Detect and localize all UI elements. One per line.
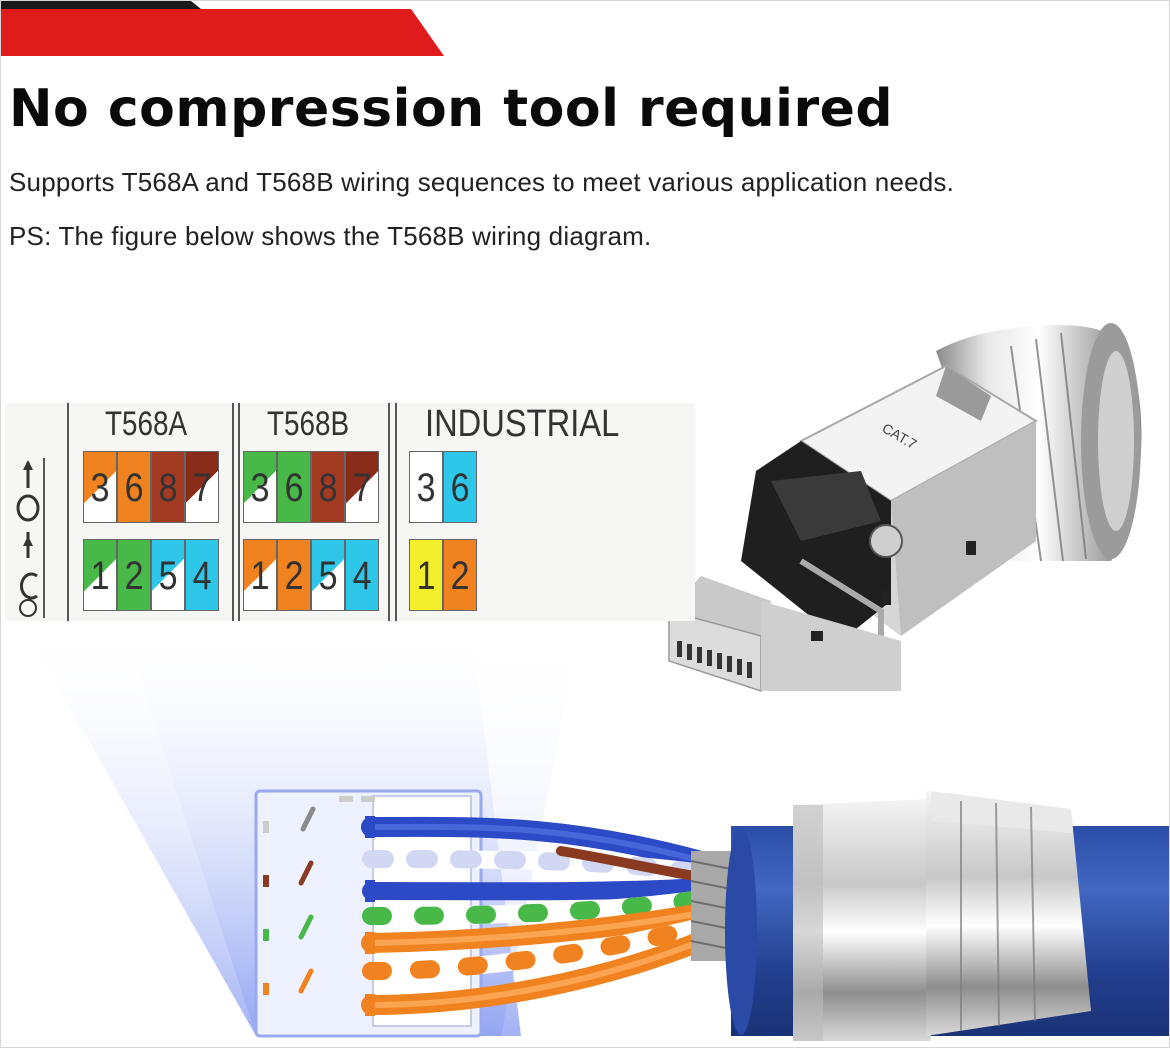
industrial-pin-cell: 1 <box>409 539 443 611</box>
industrial-pin-cell: 2 <box>443 539 477 611</box>
t568b-pin-cell: 2 <box>277 539 311 611</box>
table-divider <box>395 403 397 621</box>
wire-symbol-column <box>13 458 45 618</box>
t568b-pin-cell: 1 <box>243 539 277 611</box>
t568b-pin-cell: 3 <box>243 451 277 523</box>
t568a-pin-cell: 3 <box>83 451 117 523</box>
t568a-pin-cell: 2 <box>117 539 151 611</box>
t568a-pin-cell: 6 <box>117 451 151 523</box>
page-title: No compression tool required <box>9 79 894 139</box>
wiring-table: T568A T568B INDUSTRIAL 3 6 8 7 1 2 5 4 3… <box>5 403 695 621</box>
t568b-pin-cell: 7 <box>345 451 379 523</box>
industrial-header: INDUSTRIAL <box>425 403 620 445</box>
t568b-pin-cell: 6 <box>277 451 311 523</box>
t568a-header: T568A <box>105 405 188 443</box>
table-divider <box>67 403 69 621</box>
table-divider <box>232 403 234 621</box>
t568b-pin-cell: 8 <box>311 451 345 523</box>
header-stripe <box>1 1 444 56</box>
industrial-pin-cell: 3 <box>409 451 443 523</box>
t568a-pin-cell: 7 <box>185 451 219 523</box>
table-divider <box>238 403 240 621</box>
t568b-pin-cell: 5 <box>311 539 345 611</box>
t568a-pin-cell: 8 <box>151 451 185 523</box>
t568b-header: T568B <box>267 405 350 443</box>
t568a-pin-cell: 4 <box>185 539 219 611</box>
wire-direction-icon <box>16 460 40 617</box>
t568b-pin-cell: 4 <box>345 539 379 611</box>
note-line: PS: The figure below shows the T568B wir… <box>9 221 652 251</box>
t568a-pin-cell: 5 <box>151 539 185 611</box>
t568a-pin-cell: 1 <box>83 539 117 611</box>
description-line: Supports T568A and T568B wiring sequence… <box>9 167 955 197</box>
table-divider <box>388 403 390 621</box>
connector-illustration: CAT.7 <box>668 323 1142 693</box>
industrial-pin-cell: 6 <box>443 451 477 523</box>
